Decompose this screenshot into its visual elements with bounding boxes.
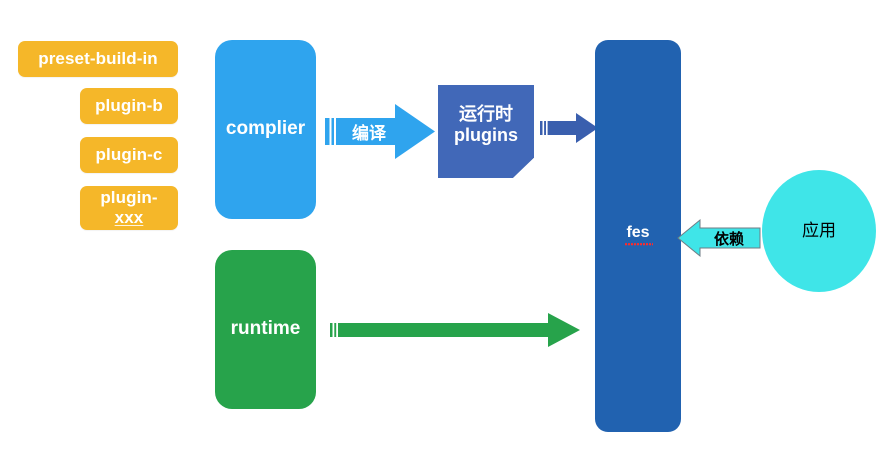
node-runtime-plugins-label-line1: 运行时: [459, 103, 513, 124]
plugin-chip-preset-build-in[interactable]: preset-build-in: [18, 41, 178, 77]
node-fes[interactable]: fes: [595, 40, 681, 432]
arrow-compile[interactable]: 编译: [325, 104, 435, 159]
node-complier-label: complier: [225, 118, 306, 140]
arrow-depend[interactable]: 依赖: [677, 218, 761, 258]
node-runtime[interactable]: runtime: [215, 250, 316, 409]
arrow-runtime-to-fes-shape: [330, 313, 580, 347]
node-runtime-label: runtime: [230, 318, 301, 340]
arrow-tail-notch-1: [542, 121, 545, 135]
plugin-chip-label: plugin-b: [95, 96, 163, 116]
arrow-tail-notch-2: [334, 118, 336, 145]
node-complier[interactable]: complier: [215, 40, 316, 219]
arrow-tail-notch-2: [546, 121, 548, 135]
plugin-chip-plugin-c[interactable]: plugin-c: [80, 137, 178, 173]
plugin-chip-plugin-b[interactable]: plugin-b: [80, 88, 178, 124]
arrow-tail-notch-1: [329, 118, 332, 145]
arrow-compile-shape: [325, 104, 435, 159]
arrow-plugins-to-fes-shape: [540, 113, 598, 143]
arrow-tail-notch-1: [332, 323, 335, 337]
node-runtime-plugins-label-line2: plugins: [454, 124, 518, 145]
plugin-chip-label: preset-build-in: [38, 49, 158, 69]
arrow-compile-label: 编译: [352, 124, 386, 143]
plugin-chip-label-line2: xxx: [114, 208, 144, 227]
arrow-depend-shape: [677, 218, 761, 258]
node-fes-label: fes: [625, 224, 653, 246]
plugin-chip-plugin-xxx[interactable]: plugin- xxx: [80, 186, 178, 230]
arrow-plugins-to-fes[interactable]: [540, 113, 598, 143]
arrow-depend-label: 依赖: [713, 230, 744, 248]
plugin-chip-label: plugin-c: [95, 145, 163, 165]
node-app[interactable]: 应用: [762, 170, 876, 292]
folded-corner-icon: [513, 157, 534, 178]
arrow-runtime-to-fes[interactable]: [330, 312, 580, 348]
arrow-tail-notch-2: [336, 323, 338, 337]
node-runtime-plugins[interactable]: 运行时 plugins: [438, 85, 534, 178]
node-app-label: 应用: [802, 221, 836, 241]
plugin-chip-label-line1: plugin-: [100, 188, 158, 208]
